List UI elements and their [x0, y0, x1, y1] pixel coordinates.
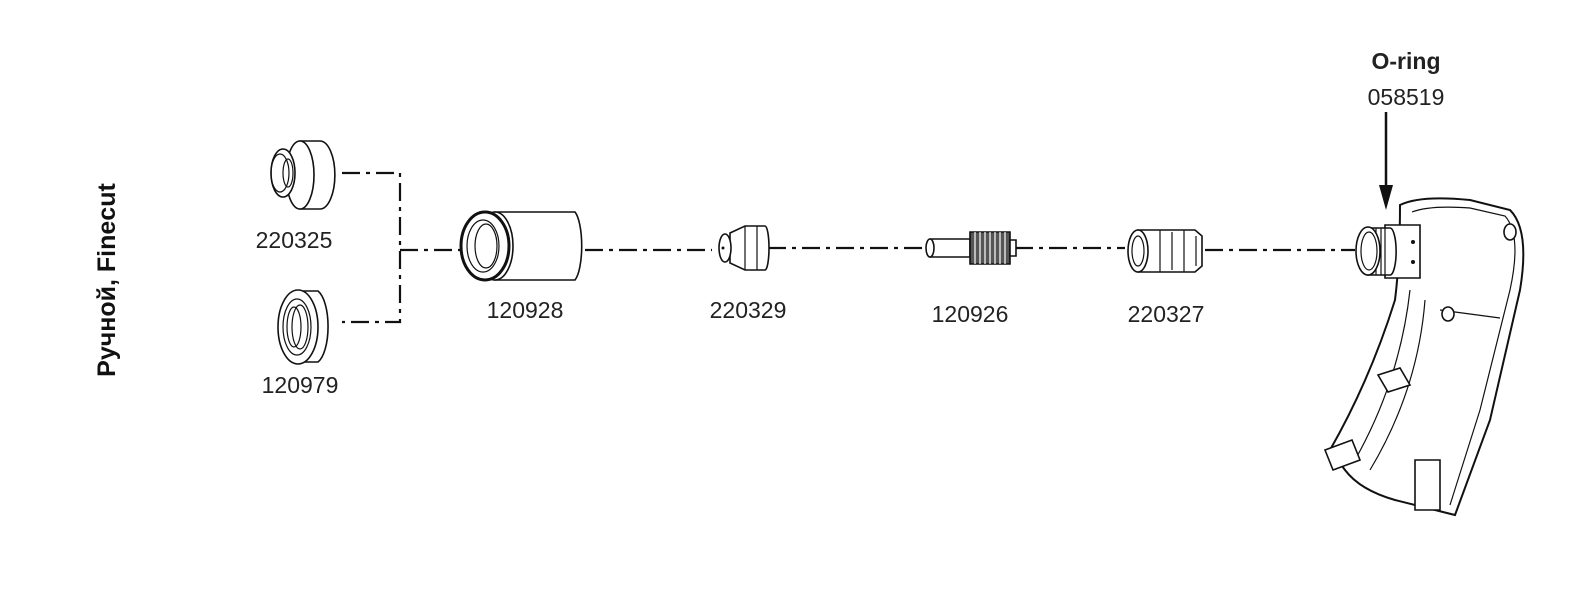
part-number-label: 220327	[1128, 301, 1205, 327]
torch-handle	[1323, 197, 1525, 517]
part-number-label: 220325	[256, 227, 333, 253]
side-title: Ручной, Finecut	[93, 183, 121, 377]
part-220327	[1127, 229, 1203, 273]
part-220325	[270, 140, 336, 210]
part-120928	[459, 210, 583, 282]
callout-title: O-ring	[1372, 48, 1441, 74]
part-120979	[277, 289, 329, 365]
part-220329	[718, 225, 770, 271]
assembly-axis	[342, 171, 1355, 324]
callout-part-number: 058519	[1368, 84, 1445, 110]
part-120926	[925, 231, 1017, 265]
part-number-label: 120926	[932, 301, 1009, 327]
arrow-down-icon	[1379, 112, 1393, 210]
part-number-label: 120979	[262, 372, 339, 398]
part-number-label: 220329	[710, 297, 787, 323]
part-number-label: 120928	[487, 297, 564, 323]
